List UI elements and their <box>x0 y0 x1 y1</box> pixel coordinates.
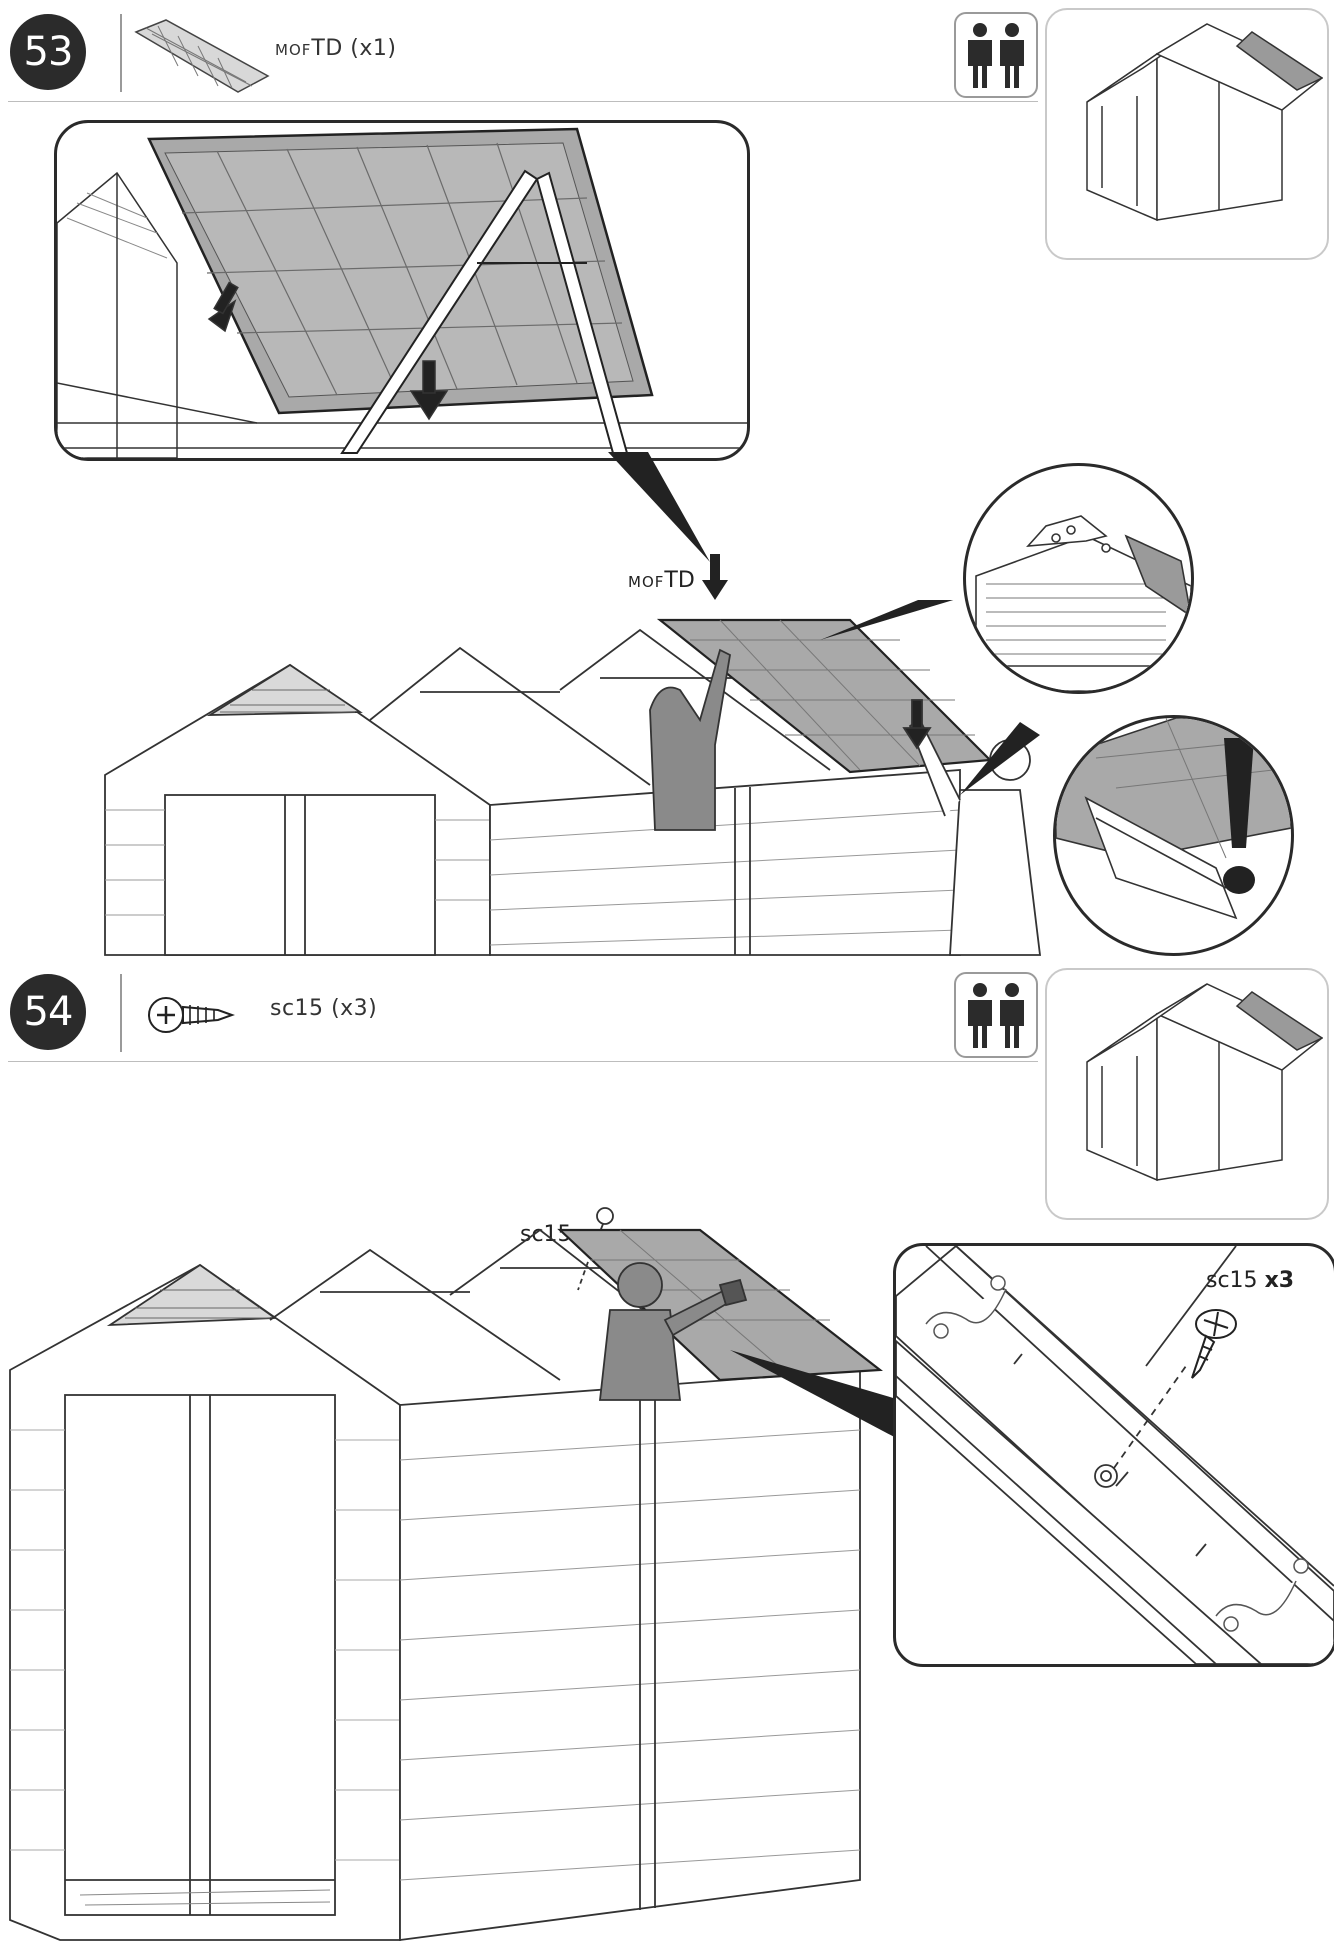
shed-assembly-scene <box>104 600 1042 956</box>
step-number: 53 <box>10 14 86 90</box>
two-persons-icon <box>968 983 1024 1048</box>
step-54: 54 sc15 (x3) <box>0 960 1334 1945</box>
header-line <box>8 101 1038 102</box>
header-divider <box>120 14 122 92</box>
exclamation-icon <box>1223 738 1255 894</box>
shed-assembly-scene <box>9 1207 900 1942</box>
shed-overview-thumbnail <box>1045 968 1329 1220</box>
shed-overview-thumbnail <box>1045 8 1329 260</box>
two-persons-icon <box>954 972 1038 1058</box>
header-divider <box>120 974 122 1052</box>
screw-detail-callout: sc15 x3 <box>893 1243 1334 1667</box>
panel-label: MOFTD <box>628 568 695 593</box>
two-persons-icon <box>954 12 1038 98</box>
eave-detail-circle <box>1053 715 1294 956</box>
ridge-detail-circle <box>963 463 1194 694</box>
two-persons-icon <box>968 23 1024 88</box>
roof-panel-callout-drawing <box>57 127 747 458</box>
screw-detail-drawing <box>896 1246 1334 1664</box>
part-label: sc15 (x3) <box>270 996 378 1021</box>
shed-thumbnail-drawing <box>1086 983 1323 1182</box>
shed-thumbnail-drawing <box>1086 23 1323 222</box>
roof-panel-callout <box>54 120 750 461</box>
screw-icon <box>148 997 235 1033</box>
arrow-down-icon <box>207 281 449 421</box>
screw-icon <box>1191 1309 1237 1379</box>
part-label: MOFTD (x1) <box>275 36 397 61</box>
eave-detail-drawing <box>1056 718 1291 920</box>
roof-panel-part-icon <box>134 19 270 93</box>
detail-screw-label: sc15 x3 <box>1206 1268 1295 1293</box>
ridge-detail-drawing <box>975 515 1191 691</box>
header-line <box>8 1061 1038 1062</box>
callout-pointer <box>608 452 710 562</box>
step-number: 54 <box>10 974 86 1050</box>
arrow-down-icon <box>702 554 728 600</box>
step-53: 53 MOFTD (x1) <box>0 0 1334 960</box>
